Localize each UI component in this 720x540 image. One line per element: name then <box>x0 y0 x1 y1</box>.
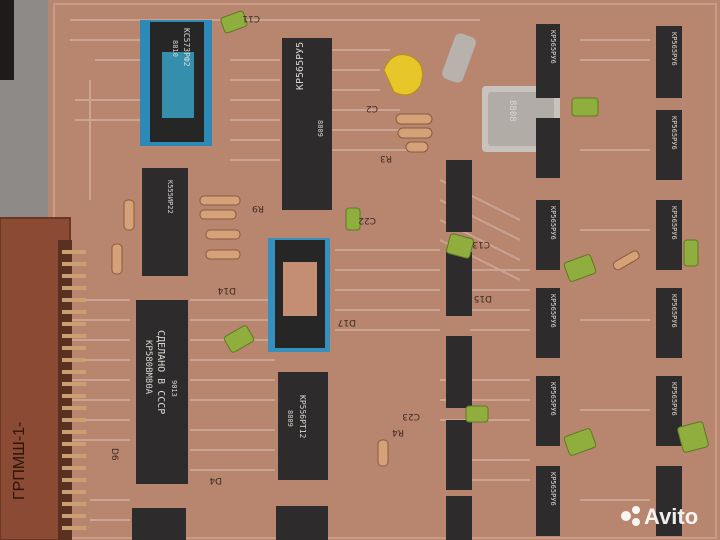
yellow-capacitor <box>383 54 423 96</box>
chip-vm80-part: КР580ВМ80А <box>143 340 153 395</box>
chip-rt12: КР556РТ12 8809 <box>278 372 328 480</box>
ram-label: КР565РУ6 <box>670 206 678 240</box>
edge-connector: ГРПМШ-1- <box>0 217 86 540</box>
chip-ru5-label: КР565РУ5 <box>295 42 306 90</box>
silkscreen: C11 C2 R3 R9 C22 C13 D15 D17 C23 R4 D14 … <box>109 13 492 485</box>
ram-label: КР565РУ6 <box>549 382 557 416</box>
chip-bottom-mid <box>276 506 328 540</box>
ram-label: КР565РУ6 <box>549 206 557 240</box>
silk-r4: R4 <box>392 427 404 437</box>
ram-label: КР565РУ6 <box>670 294 678 328</box>
ram-label: КР565РУ6 <box>549 30 557 64</box>
ram-label: КР565РУ6 <box>670 116 678 150</box>
ram-label: КР565РУ6 <box>670 32 678 66</box>
ram-label: КР565РУ6 <box>549 294 557 328</box>
chip-ru5-num: 8809 <box>316 120 324 137</box>
ram-column-right <box>656 26 682 536</box>
silk-r3: R3 <box>380 153 392 163</box>
silk-c13: C13 <box>472 239 490 249</box>
silk-d15: D15 <box>474 293 492 303</box>
ram-labels: КР565РУ6 КР565РУ6 КР565РУ6 КР565РУ6 КР56… <box>549 30 678 506</box>
logic-chips <box>446 160 472 540</box>
resistors <box>111 113 640 467</box>
chip-ir82-label: К555ИР22 <box>166 180 174 214</box>
silk-d6: D6 <box>109 448 119 461</box>
silk-d14: D14 <box>217 285 236 295</box>
eprom-mid <box>268 238 330 352</box>
capacitors <box>220 10 709 456</box>
chip-vm80-made: СДЕЛАНО В СССР <box>155 330 166 414</box>
ram-column-left <box>536 24 560 536</box>
chip-bottom-left <box>132 508 186 540</box>
avito-watermark: Avito <box>621 504 698 529</box>
silk-c2: C2 <box>366 103 378 113</box>
connector-label: ГРПМШ-1- <box>11 422 28 500</box>
silk-d17: D17 <box>338 317 356 327</box>
chip-vm80-num: 9013 <box>170 380 178 397</box>
chip-vm80: СДЕЛАНО В СССР КР580ВМ80А 9013 <box>136 300 188 484</box>
eprom-top: КС573РФ2 8810 <box>140 20 212 146</box>
watermark-text: Avito <box>644 504 698 529</box>
crystal-label: 8808 <box>507 100 517 122</box>
silk-c22: C22 <box>358 215 376 225</box>
ram-label: КР565РУ6 <box>670 382 678 416</box>
ram-label: КР565РУ6 <box>549 472 557 506</box>
metal-capacitor <box>442 33 476 83</box>
silk-c23: C23 <box>402 411 420 421</box>
silk-d4: D4 <box>209 475 222 485</box>
silk-c11: C11 <box>242 13 260 23</box>
eprom-top-label: КС573РФ2 <box>182 28 191 67</box>
silk-r9: R9 <box>252 203 264 213</box>
traces <box>60 19 650 521</box>
chip-rt12-label: КР556РТ12 <box>298 395 307 439</box>
eprom-top-date: 8810 <box>171 40 179 57</box>
chip-rt12-num: 8809 <box>286 410 294 427</box>
chip-ru5: КР565РУ5 8809 <box>282 38 332 210</box>
chip-ir82: К555ИР22 <box>142 168 188 276</box>
